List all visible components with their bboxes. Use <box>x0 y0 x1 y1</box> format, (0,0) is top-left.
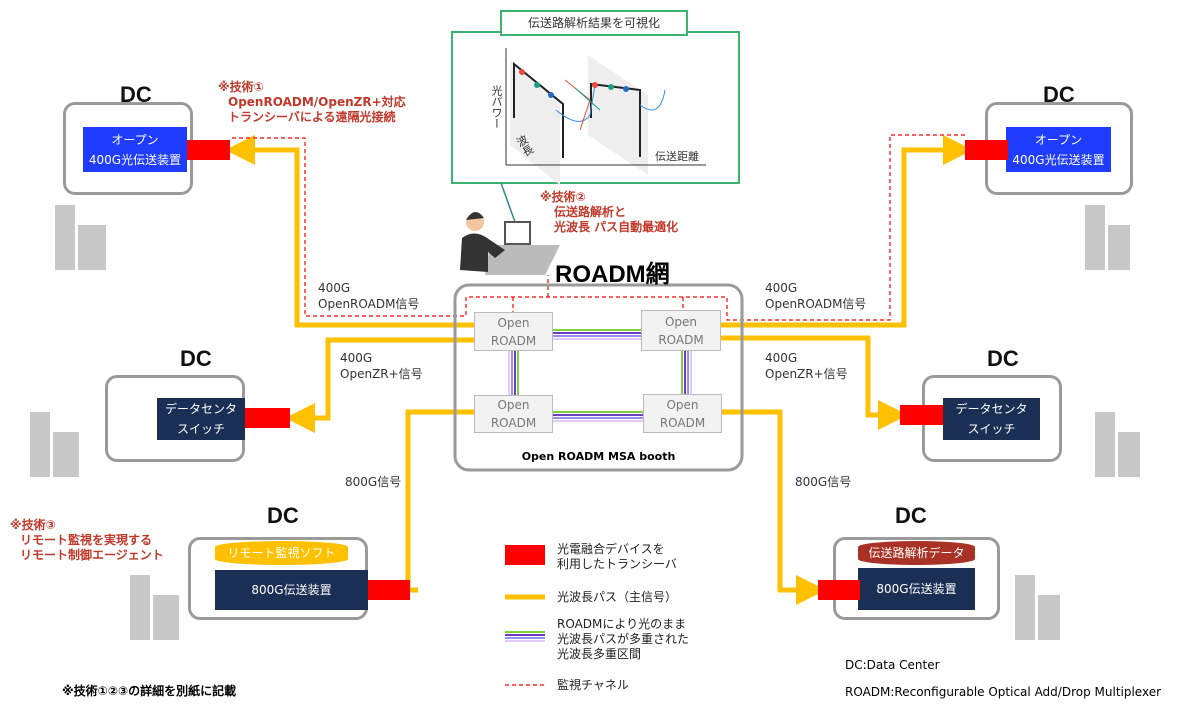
roadm-line1: Open <box>497 398 530 412</box>
transceiver <box>368 580 410 600</box>
dc-label: DC <box>987 346 1019 371</box>
x-axis-label: 伝送距離 <box>655 150 699 163</box>
transceiver <box>245 408 290 428</box>
wdm-link <box>505 329 692 642</box>
transport-device-800g: 800G伝送装置 <box>215 570 368 610</box>
building-icon <box>30 205 1140 640</box>
transport-device-800g: 800G伝送装置 <box>858 568 975 610</box>
optical-path <box>405 409 474 593</box>
transceiver <box>187 140 230 160</box>
operator-icon <box>460 211 560 275</box>
roadm-line2: ROADM <box>490 416 537 430</box>
roadm-network-box <box>453 283 744 472</box>
datacenter-switch: データセンタスイッチ <box>943 398 1040 440</box>
monitor-channel <box>232 134 965 321</box>
roadm-line1: Open <box>497 315 530 330</box>
signal-label: 800G信号 <box>795 475 852 489</box>
optical-path <box>722 409 826 605</box>
transceiver <box>818 580 860 600</box>
legend-transceiver: 光電融合デバイスを利用したトランシーバ <box>557 542 677 571</box>
optical-path <box>721 335 908 430</box>
booth-label: Open ROADM MSA booth <box>521 450 676 463</box>
roadm-line1: Open <box>666 397 699 412</box>
signal-label: 800G信号 <box>345 475 402 489</box>
roadm-line2: ROADM <box>490 333 537 348</box>
visualization-title: 伝送路解析結果を可視化 <box>500 10 688 36</box>
legend-transceiver-swatch <box>505 545 545 565</box>
optical-path <box>285 337 474 433</box>
dc-label: DC <box>895 503 927 528</box>
analysis-data: 伝送路解析データ <box>858 541 975 565</box>
abbr-roadm: ROADM:Reconfigurable Optical Add/Drop Mu… <box>845 685 1162 699</box>
roadm-line1: Open <box>664 314 698 329</box>
roadm-line2: ROADM <box>658 332 704 347</box>
transceiver <box>900 405 943 425</box>
legend-wdm: ROADMにより光のまま光波長パスが多重された光波長多重区間 <box>557 617 690 661</box>
datacenter-switch: データセンタスイッチ <box>157 398 245 440</box>
dc-label: DC <box>180 346 212 371</box>
y-axis-label: 光パワー <box>490 85 503 129</box>
legend-path: 光波長パス（主信号） <box>557 590 678 604</box>
network-title: ROADM網 <box>555 261 670 288</box>
legend-monitor: 監視チャネル <box>557 678 629 692</box>
footer-note: ※技術①②③の詳細を別紙に記載 <box>62 684 237 698</box>
roadm-line2: ROADM <box>659 415 706 430</box>
optical-path <box>225 135 474 328</box>
abbr-dc: DC:Data Center <box>845 658 940 672</box>
optical-path <box>721 135 973 328</box>
dc-label: DC <box>267 503 299 528</box>
visualization-graph <box>505 48 706 185</box>
remote-monitor-software: リモート監視ソフト <box>215 541 348 565</box>
transceiver <box>965 140 1008 160</box>
